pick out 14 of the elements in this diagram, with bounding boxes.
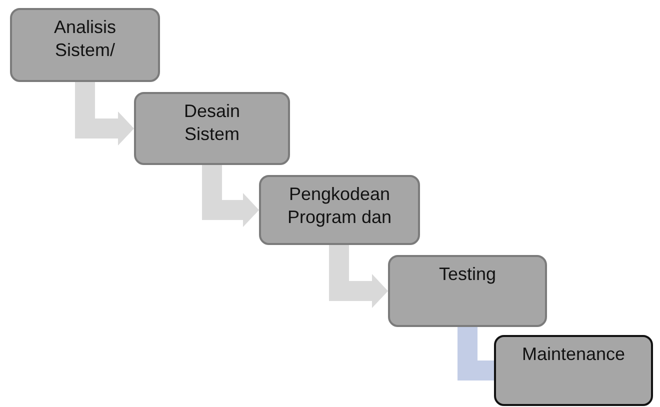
process-box (259, 175, 420, 245)
box-label: Maintenance (522, 343, 626, 366)
process-box (494, 335, 653, 406)
box-label: Pengkodean Program dan (286, 183, 393, 230)
elbow-arrow (202, 165, 259, 227)
process-box (388, 255, 547, 327)
process-box (10, 8, 160, 82)
box-label: Desain Sistem (182, 100, 242, 146)
box-label: Analisis Sistem/ (52, 16, 118, 62)
process-box (134, 92, 290, 165)
elbow-arrow (75, 82, 134, 146)
elbow-connector (458, 327, 494, 380)
elbow-arrow (329, 245, 388, 308)
box-label: Testing (438, 263, 496, 286)
